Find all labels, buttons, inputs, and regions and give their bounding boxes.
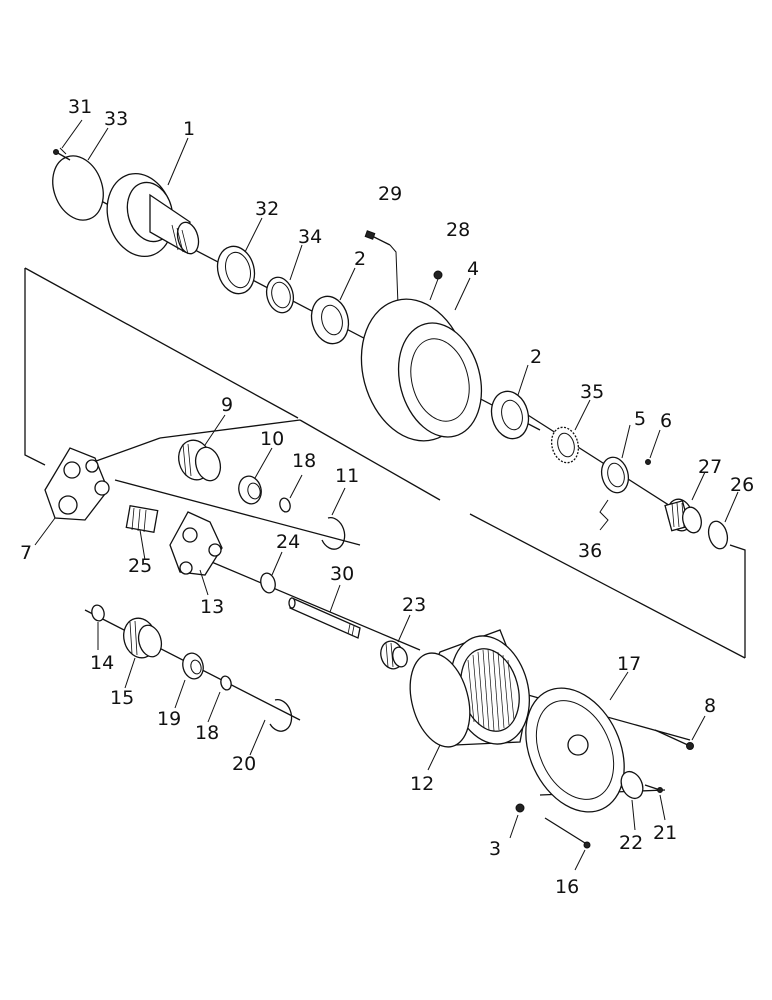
- callout-36: 36: [578, 540, 603, 562]
- part-23-gear: [380, 640, 408, 670]
- callout-35: 35: [580, 381, 605, 403]
- part-2-bearing-lower: [490, 390, 530, 440]
- part-34-ring: [265, 276, 295, 314]
- callout-11: 11: [335, 465, 360, 487]
- callout-3: 3: [489, 838, 502, 860]
- callout-22: 22: [619, 832, 644, 854]
- callout-26: 26: [730, 474, 755, 496]
- callout-18-upper: 18: [292, 450, 317, 472]
- part-1-hub: [106, 172, 200, 258]
- callout-9: 9: [221, 394, 234, 416]
- callout-5: 5: [634, 408, 647, 430]
- part-13-carrier: [169, 511, 223, 576]
- part-16-bolt: [544, 817, 591, 849]
- part-28-nut: [429, 270, 443, 301]
- callout-19: 19: [157, 708, 182, 730]
- part-29-bolt: [364, 230, 399, 306]
- part-10-bearing: [238, 475, 262, 505]
- part-12-ring-gear: [409, 629, 531, 748]
- callout-1: 1: [183, 118, 196, 140]
- part-35-serrated-washer: [550, 426, 580, 464]
- part-30-shaft: [288, 597, 361, 639]
- part-8-bolt: [654, 729, 694, 750]
- callout-17: 17: [617, 653, 642, 675]
- part-15-gear: [123, 617, 163, 659]
- part-4-housing: [360, 298, 483, 442]
- callout-4: 4: [467, 258, 480, 280]
- leader-lines: [34, 119, 739, 871]
- callout-28: 28: [446, 219, 471, 241]
- callout-20: 20: [232, 753, 257, 775]
- part-18-washer-upper: [279, 497, 291, 513]
- callout-34: 34: [298, 226, 323, 248]
- part-22-plate: [620, 770, 644, 800]
- part-31-bolt: [53, 149, 71, 161]
- callout-21: 21: [653, 822, 678, 844]
- callout-15: 15: [110, 687, 135, 709]
- callout-32: 32: [255, 198, 280, 220]
- part-19-bearing: [182, 652, 204, 680]
- part-17-cover: [525, 687, 625, 813]
- callout-31: 31: [68, 96, 93, 118]
- part-25-gear: [125, 504, 159, 534]
- part-5-ring: [600, 456, 630, 494]
- callout-10: 10: [260, 428, 285, 450]
- part-14-washer: [91, 604, 105, 622]
- callout-12: 12: [410, 773, 435, 795]
- callout-13: 13: [200, 596, 225, 618]
- part-21-screw: [644, 784, 663, 793]
- callout-8: 8: [704, 695, 717, 717]
- callout-14: 14: [90, 652, 115, 674]
- part-9-gear: [178, 439, 222, 482]
- part-24-ring: [260, 572, 276, 594]
- callout-33: 33: [104, 108, 129, 130]
- callout-18-lower: 18: [195, 722, 220, 744]
- callout-30: 30: [330, 563, 355, 585]
- part-18-washer-lower: [220, 675, 232, 691]
- callout-7: 7: [20, 542, 33, 564]
- part-20-snap-ring: [269, 699, 293, 732]
- part-3-plug: [515, 803, 525, 813]
- callout-25: 25: [128, 555, 153, 577]
- callout-27: 27: [698, 456, 723, 478]
- part-33-cover-plate: [52, 147, 104, 221]
- part-32-ring: [216, 245, 256, 295]
- part-11-snap-ring: [321, 516, 346, 550]
- part-36-leader: [599, 499, 609, 531]
- part-2-bearing-upper: [310, 295, 350, 345]
- callout-16: 16: [555, 876, 580, 898]
- callout-29: 29: [378, 183, 403, 205]
- callout-2-upper: 2: [354, 248, 367, 270]
- callout-23: 23: [402, 594, 427, 616]
- callout-6: 6: [660, 410, 673, 432]
- part-27-gear: [664, 498, 702, 534]
- callout-2-lower: 2: [530, 346, 543, 368]
- part-6-pin: [645, 459, 651, 465]
- part-7-carrier: [44, 447, 110, 521]
- part-26-snap-ring: [707, 520, 729, 550]
- callout-24: 24: [276, 531, 301, 553]
